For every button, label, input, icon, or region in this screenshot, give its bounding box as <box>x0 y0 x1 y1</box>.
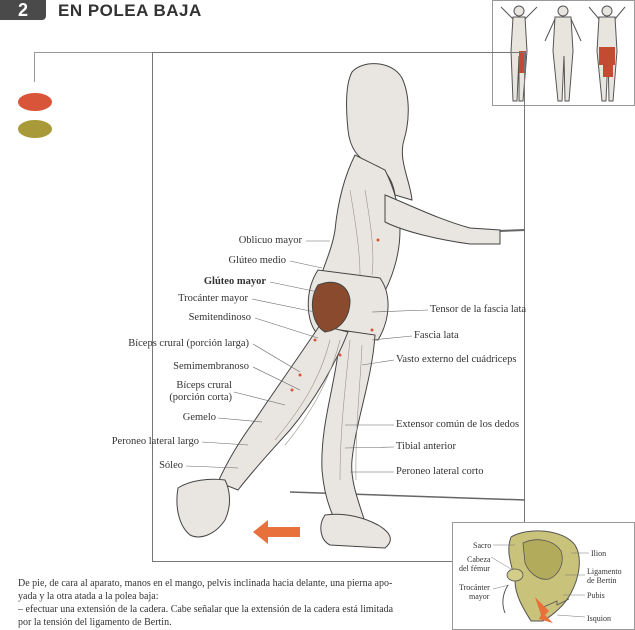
label-biceps-crural-larga: Bíceps crural (porción larga) <box>128 338 249 349</box>
label-biceps-crural-corta: Bíceps crural <box>176 380 232 391</box>
pelvis-illustration <box>490 530 589 623</box>
label-extensor-comun: Extensor común de los dedos <box>396 419 520 430</box>
label-gluteo-mayor: Glúteo mayor <box>203 276 266 287</box>
inset-label-cabeza: Cabeza <box>467 555 491 564</box>
label-gemelo: Gemelo <box>182 412 216 423</box>
exercise-number: 2 <box>0 0 46 20</box>
movement-arrow <box>253 520 300 544</box>
divider <box>34 52 152 53</box>
secondary-muscle-legend-dot <box>18 120 52 138</box>
label-semimembranoso: Semimembranoso <box>173 361 249 372</box>
primary-muscle-legend-dot <box>18 93 52 111</box>
page-title: EN POLEA BAJA <box>58 1 202 20</box>
inset-label-mayor: mayor <box>469 592 490 601</box>
inset-label-ligamento: Ligamento <box>587 567 622 576</box>
label-gluteo-medio: Glúteo medio <box>228 255 286 266</box>
label-soleo: Sóleo <box>159 460 183 471</box>
description-line: – efectuar una extensión de la cadera. C… <box>18 604 394 615</box>
label-peroneo-lateral-largo: Peroneo lateral largo <box>111 436 199 447</box>
label-tensor-fascia-lata: Tensor de la fascia lata <box>430 304 527 315</box>
pelvis-inset: Sacro Cabeza del fémur Trocánter mayor I… <box>452 522 635 630</box>
divider <box>34 52 35 82</box>
description-line: yada y la otra atada a la polea baja: <box>18 591 159 602</box>
description-line: por la tensión del ligamento de Bertin. <box>18 617 172 628</box>
inset-label-ilion: Ilion <box>591 549 607 558</box>
label-peroneo-lateral-corto: Peroneo lateral corto <box>396 466 484 477</box>
inset-label-del-femur: del fémur <box>459 564 490 573</box>
inset-label-de-bertin: de Bertin <box>587 576 617 585</box>
label-oblicuo-mayor: Oblicuo mayor <box>238 235 302 246</box>
label-vasto-externo: Vasto externo del cuádriceps <box>396 354 517 365</box>
inset-label-pubis: Pubis <box>587 591 605 600</box>
inset-label-trocanter: Trocánter <box>459 583 490 592</box>
description-line: De pie, de cara al aparato, manos en el … <box>18 578 393 589</box>
label-semitendinoso: Semitendinoso <box>188 312 251 323</box>
exercise-description: De pie, de cara al aparato, manos en el … <box>18 577 448 629</box>
inset-label-sacro: Sacro <box>473 541 492 550</box>
inset-label-isquion: Isquion <box>587 614 611 623</box>
label-tibial-anterior: Tibial anterior <box>396 441 456 452</box>
label-trocanter-mayor: Trocánter mayor <box>178 293 248 304</box>
label-fascia-lata: Fascia lata <box>414 330 459 341</box>
illustration-frame <box>152 52 525 562</box>
label-porcion-corta: (porción corta) <box>169 392 232 403</box>
thumbnail-figures <box>500 5 626 102</box>
